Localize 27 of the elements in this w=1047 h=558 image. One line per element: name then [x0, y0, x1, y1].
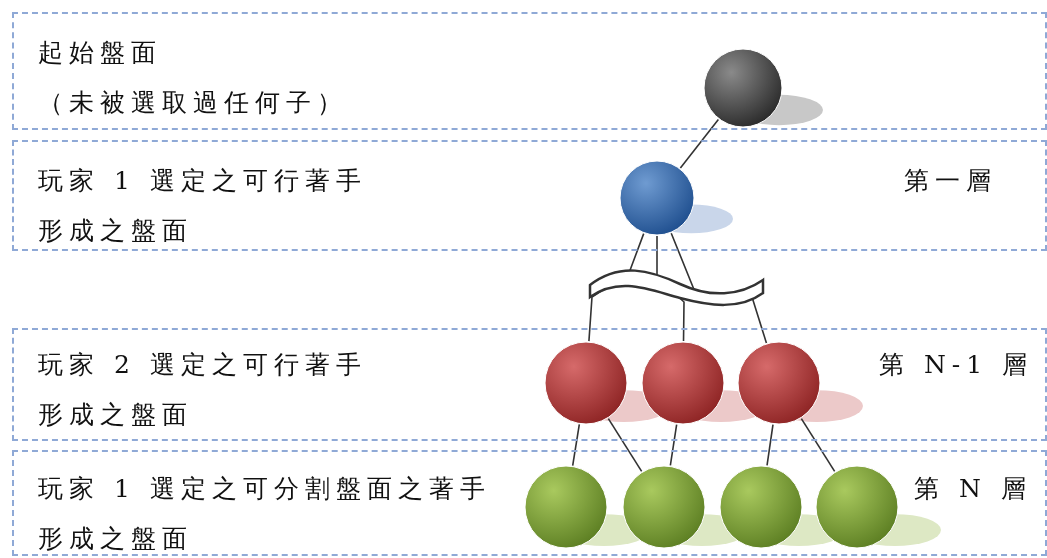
level-band: [12, 140, 1047, 251]
band-label: 玩家 2 選定之可行著手形成之盤面: [38, 349, 368, 431]
ball: [641, 341, 725, 425]
band-label: 起始盤面: [38, 37, 163, 69]
level-label: 第 N-1 層: [879, 349, 1035, 381]
band-label: 玩家 1 選定之可分割盤面之著手形成之盤面: [38, 473, 492, 555]
ball: [544, 341, 628, 425]
ball: [622, 465, 706, 549]
connector-line: [766, 423, 774, 467]
level-band: [12, 328, 1047, 441]
level-label: （未被選取過任何子）: [38, 87, 349, 119]
ball: [619, 160, 695, 236]
ball: [815, 465, 899, 549]
band-label: 玩家 1 選定之可行著手形成之盤面: [38, 165, 368, 247]
level-label: 第 N 層: [914, 473, 1033, 505]
ball: [719, 465, 803, 549]
connector-line: [571, 423, 581, 467]
connector-line: [669, 423, 678, 467]
ball: [703, 48, 783, 128]
ball: [737, 341, 821, 425]
connector-line: [607, 417, 643, 473]
level-band: [12, 450, 1047, 556]
ball: [524, 465, 608, 549]
connector-line: [800, 417, 836, 473]
level-label: 第一層: [904, 165, 998, 197]
connector-line: [679, 118, 720, 169]
level-band: [12, 12, 1047, 130]
